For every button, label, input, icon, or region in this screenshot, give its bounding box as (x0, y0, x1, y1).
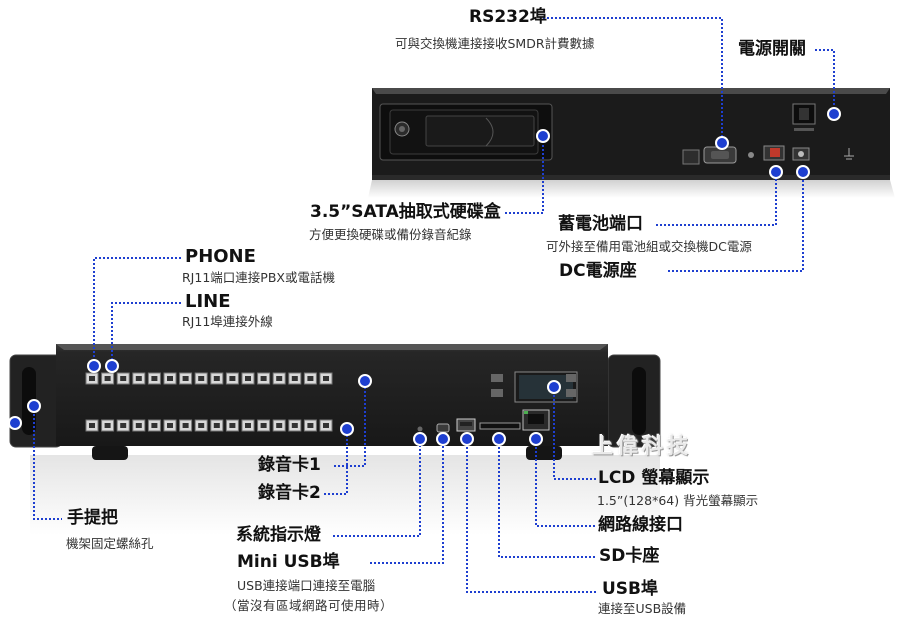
mini-usb-port (436, 423, 450, 433)
phone-title: PHONE (185, 246, 256, 267)
phone-desc: RJ11端口連接PBX或電話機 (182, 270, 335, 285)
rj11-port-opening (260, 423, 267, 428)
callout-dot (460, 432, 474, 446)
callout-dot (492, 432, 506, 446)
rj11-port-opening (323, 376, 329, 381)
recording-card-1-ports (85, 372, 333, 385)
rj11-port-opening (245, 376, 251, 381)
callout-dot (27, 399, 41, 413)
line-desc: RJ11埠連接外線 (182, 314, 273, 329)
card-2-title: 錄音卡2 (258, 483, 321, 503)
rs232-desc: 可與交換機連接接收SMDR計費數據 (395, 36, 595, 51)
rj11-port-opening (245, 423, 251, 428)
network-port (522, 409, 550, 431)
sd-card-slot (479, 422, 521, 430)
usb-port (456, 418, 476, 432)
rj11-port-opening (276, 376, 283, 381)
rj11-port-opening (198, 376, 205, 381)
rj11-port-opening (291, 376, 298, 381)
line-title: LINE (185, 291, 231, 312)
rs232-port (703, 146, 737, 164)
callout-dot (547, 380, 561, 394)
callout-dot (87, 359, 101, 373)
rj11-port-opening (167, 376, 173, 381)
recording-card-2-ports (85, 419, 333, 432)
rj11-port-opening (213, 376, 220, 381)
callout-dot (358, 374, 372, 388)
ground-icon (844, 148, 854, 160)
rj11-port-opening (229, 376, 236, 381)
rj11-port-opening (167, 423, 173, 428)
system-indicator-led (417, 426, 423, 432)
callout-dot (413, 432, 427, 446)
card-1-title: 錄音卡1 (258, 455, 321, 475)
rj11-port-opening (104, 423, 111, 428)
rj11-port-opening (120, 423, 127, 428)
rj11-port-opening (89, 376, 95, 381)
rj11-port-opening (151, 423, 158, 428)
usb-title: USB埠 (602, 579, 659, 599)
mini-usb-desc-2: （當沒有區域網路可使用時） (224, 598, 394, 613)
rj11-port-opening (307, 423, 314, 428)
callout-dot (436, 432, 450, 446)
battery-title: 蓄電池端口 (558, 214, 643, 234)
rj11-port-opening (182, 423, 189, 428)
lcd-desc: 1.5”(128*64) 背光螢幕顯示 (597, 493, 759, 508)
rj11-port-opening (260, 376, 267, 381)
battery-port (763, 145, 785, 161)
rs232-title: RS232埠 (469, 7, 547, 27)
rear-panel-device (368, 88, 895, 198)
lcd-display (491, 371, 578, 403)
callout-dot (8, 416, 22, 430)
rj11-port-opening (120, 376, 127, 381)
dc-title: DC電源座 (559, 261, 637, 281)
callout-dot (529, 432, 543, 446)
sd-title: SD卡座 (599, 546, 660, 566)
handle-desc: 機架固定螺絲孔 (66, 536, 154, 551)
sata-drive-bay (379, 103, 553, 161)
callout-dot (105, 359, 119, 373)
mini-usb-title: Mini USB埠 (237, 552, 340, 572)
rj11-port-opening (307, 376, 314, 381)
rj11-port-opening (151, 376, 158, 381)
system-led-title: 系統指示燈 (236, 525, 321, 545)
callout-dot (827, 107, 841, 121)
rj11-port-opening (135, 423, 142, 428)
callout-dot (796, 165, 810, 179)
rj11-port-opening (135, 376, 142, 381)
rj11-port-opening (182, 376, 189, 381)
callout-dot (769, 165, 783, 179)
rj11-port-opening (213, 423, 220, 428)
dc-power-socket (792, 147, 810, 161)
callout-dot (536, 129, 550, 143)
rj11-port-opening (323, 423, 329, 428)
rj11-port-opening (104, 376, 111, 381)
power-switch (792, 103, 816, 131)
front-panel-device (9, 344, 661, 535)
callout-dot (715, 136, 729, 150)
usb-desc: 連接至USB設備 (598, 601, 687, 616)
rj11-port-opening (89, 423, 95, 428)
network-title: 網路線接口 (598, 515, 683, 535)
rj11-port-opening (276, 423, 283, 428)
callout-leaders (33, 17, 835, 593)
power-switch-title: 電源開關 (738, 39, 806, 59)
rj11-port-opening (291, 423, 298, 428)
rj11-port-opening (229, 423, 236, 428)
mini-usb-desc: USB連接端口連接至電腦 (237, 578, 376, 593)
callout-dot (340, 422, 354, 436)
sata-title: 3.5”SATA抽取式硬碟盒 (310, 202, 501, 222)
handle-title: 手提把 (67, 508, 118, 528)
brand-watermark: 上偉科技 (592, 433, 692, 458)
rj11-port-opening (198, 423, 205, 428)
sata-desc: 方便更換硬碟或備份錄音紀錄 (309, 227, 472, 242)
battery-desc: 可外接至備用電池組或交換機DC電源 (546, 239, 752, 254)
callout-dots (8, 107, 841, 446)
lcd-title: LCD 螢幕顯示 (598, 468, 710, 488)
